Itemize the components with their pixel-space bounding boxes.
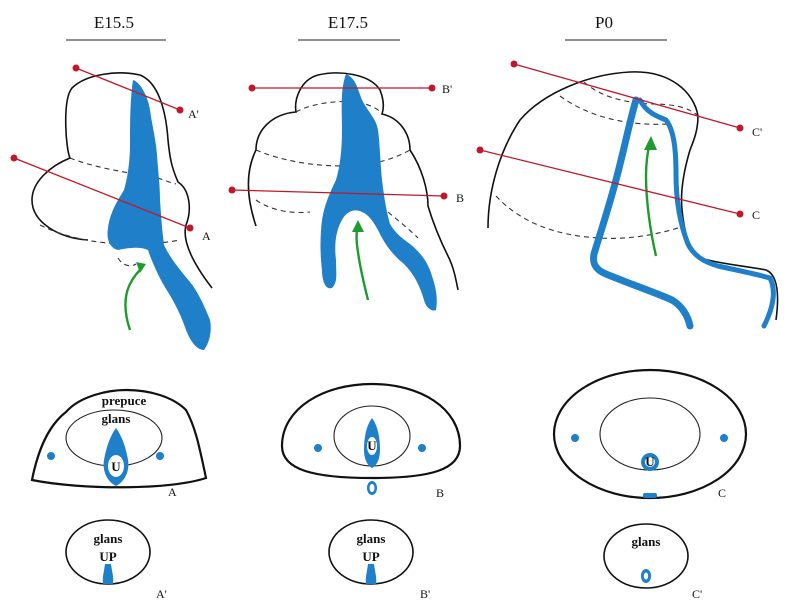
section-pin [248,84,256,92]
prepuce-boundary-right [387,211,419,239]
tissue-label-glans: glans [94,531,123,546]
urethral-plate [107,80,211,350]
section-pin [736,124,744,132]
prepuce-outline [280,382,462,480]
genital-tubercle-outline [31,72,213,289]
tissue-label-urethra: U [111,459,121,474]
urethral-lumen-trace [117,257,137,267]
preputial-gland [418,444,426,452]
urethral-lumen [367,437,377,455]
growth-arrow [124,267,143,331]
distal-section-a-prime: glans UP A' [65,519,167,601]
section-pin [176,106,184,114]
distal-section-b-prime: glans UP B' [328,519,430,601]
section-id: B' [420,587,430,601]
preputial-gland [571,434,579,442]
glans-outline [603,523,689,589]
section-line-lower [479,149,741,215]
stage-label-e17: E17.5 [328,13,368,32]
section-pin [428,84,436,92]
section-line-lower [231,189,445,197]
section-pin [476,146,484,154]
sagittal-view-p0: C' C [476,60,779,330]
prepuce-outline [30,388,208,489]
section-pin [510,60,518,68]
stage-label-p0: P0 [595,13,613,32]
section-label-lower: B [456,191,464,205]
urethral-lumen [645,457,655,467]
growth-arrowhead [136,262,146,273]
section-label-lower: C [752,208,760,222]
cross-section-a: prepuce glans U A [30,388,208,499]
tissue-label-urethra: U [367,438,377,453]
sagittal-view-e17: B' B [228,72,464,311]
genital-tubercle-outline [487,71,779,321]
prepuce-boundary [255,199,311,214]
section-line-lower [13,157,191,229]
growth-arrow [644,141,658,257]
preputial-gland [156,452,164,460]
section-label-upper: B' [442,82,452,96]
cross-section-b: U B [280,382,462,500]
preputial-seam-lumen [369,484,375,492]
preputial-gland [720,434,728,442]
urethral-lumen [108,455,124,477]
urethral-epithelium-right [637,97,776,329]
urethral-opening [112,250,118,256]
tissue-label-prepuce: prepuce [102,393,147,408]
section-id: C [718,486,726,500]
section-pin [72,64,80,72]
stage-header-e15: E15.5 [66,13,166,41]
tissue-label-glans: glans [357,531,386,546]
distal-section-c-prime: glans C' [603,523,702,601]
prepuce-boundary [495,195,685,239]
section-line-upper [513,63,741,129]
section-pin [186,224,194,232]
genital-tubercle-outline [247,72,459,291]
stage-header-p0: P0 [565,13,667,41]
section-label-lower: A [202,229,211,243]
urethral-epithelium-left [590,96,694,330]
growth-arrowhead [644,136,657,150]
section-pin [736,210,744,218]
growth-arrow [355,225,370,301]
tissue-label-urethra: U [645,454,655,469]
tissue-label-glans: glans [632,534,661,549]
glans-boundary-outer [295,100,383,115]
urethral-plate-cross [102,564,114,584]
urethral-plate-cross [365,564,377,584]
section-pin [440,192,448,200]
cross-section-c: U C [552,368,748,500]
tissue-label-glans: glans [102,411,131,426]
preputial-seam [643,493,657,498]
growth-arrowhead [352,220,364,232]
section-id: A [168,485,177,499]
section-id: B [436,486,444,500]
preputial-gland [47,452,55,460]
section-id: C' [692,587,702,601]
stage-header-e17: E17.5 [298,13,400,41]
sagittal-view-e15: A' A [10,64,213,350]
urethral-plate [320,74,437,311]
glans-boundary [69,157,177,185]
section-line-upper [75,67,181,111]
section-pin [228,186,236,194]
prepuce-outline [552,368,748,500]
preputial-gland [314,444,322,452]
tissue-label-urethral-plate: UP [362,549,379,564]
section-label-upper: C' [752,125,762,139]
section-pin [10,154,18,162]
tissue-label-urethral-plate: UP [99,549,116,564]
glans-boundary-mid [255,149,411,167]
section-id: A' [156,587,167,601]
urethral-lumen [643,572,649,580]
stage-label-e15: E15.5 [94,13,134,32]
glans-boundary-inner [559,95,669,125]
section-label-upper: A' [188,107,199,121]
